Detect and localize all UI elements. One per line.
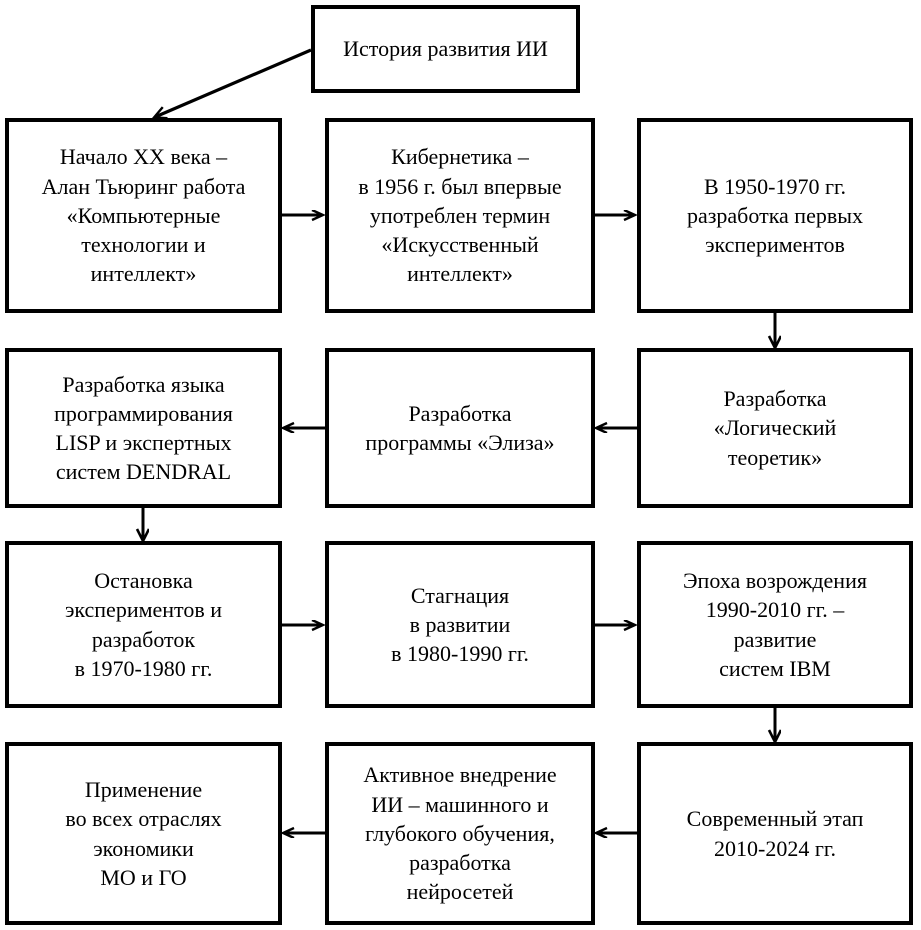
- node-eliza-label: Разработка программы «Элиза»: [365, 400, 555, 455]
- node-cybernetics[interactable]: Кибернетика – в 1956 г. был впервые упот…: [325, 118, 595, 313]
- node-active-adoption-label: Активное внедрение ИИ – машинного и глуб…: [363, 762, 557, 905]
- node-stagnation[interactable]: Стагнация в развитии в 1980-1990 гг.: [325, 541, 595, 708]
- node-application-label: Применение во всех отраслях экономики МО…: [65, 777, 222, 890]
- node-stop-experiments[interactable]: Остановка экспериментов и разработок в 1…: [5, 541, 282, 708]
- node-active-adoption[interactable]: Активное внедрение ИИ – машинного и глуб…: [325, 742, 595, 925]
- node-logic-theorist[interactable]: Разработка «Логический теоретик»: [637, 348, 913, 508]
- node-renaissance[interactable]: Эпоха возрождения 1990-2010 гг. – развит…: [637, 541, 913, 708]
- node-first-experiments[interactable]: В 1950-1970 гг. разработка первых экспер…: [637, 118, 913, 313]
- node-turing[interactable]: Начало XX века – Алан Тьюринг работа «Ко…: [5, 118, 282, 313]
- node-first-experiments-label: В 1950-1970 гг. разработка первых экспер…: [686, 173, 864, 258]
- node-application[interactable]: Применение во всех отраслях экономики МО…: [5, 742, 282, 925]
- node-turing-label: Начало XX века – Алан Тьюринг работа «Ко…: [41, 144, 246, 287]
- edge-title-to-turing: [155, 48, 312, 117]
- node-modern-stage-label: Современный этап 2010-2024 гг.: [686, 806, 864, 861]
- node-renaissance-label: Эпоха возрождения 1990-2010 гг. – развит…: [683, 568, 867, 681]
- node-modern-stage[interactable]: Современный этап 2010-2024 гг.: [637, 742, 913, 925]
- node-lisp-dendral-label: Разработка языка программирования LISP и…: [54, 371, 233, 485]
- node-stagnation-label: Стагнация в развитии в 1980-1990 гг.: [391, 582, 529, 667]
- node-title-label: История развития ИИ: [343, 36, 548, 62]
- node-logic-theorist-label: Разработка «Логический теоретик»: [713, 386, 837, 470]
- node-cybernetics-label: Кибернетика – в 1956 г. был впервые упот…: [358, 144, 562, 287]
- node-title[interactable]: История развития ИИ: [311, 5, 580, 93]
- node-stop-experiments-label: Остановка экспериментов и разработок в 1…: [64, 568, 223, 681]
- node-lisp-dendral[interactable]: Разработка языка программирования LISP и…: [5, 348, 282, 508]
- node-eliza[interactable]: Разработка программы «Элиза»: [325, 348, 595, 508]
